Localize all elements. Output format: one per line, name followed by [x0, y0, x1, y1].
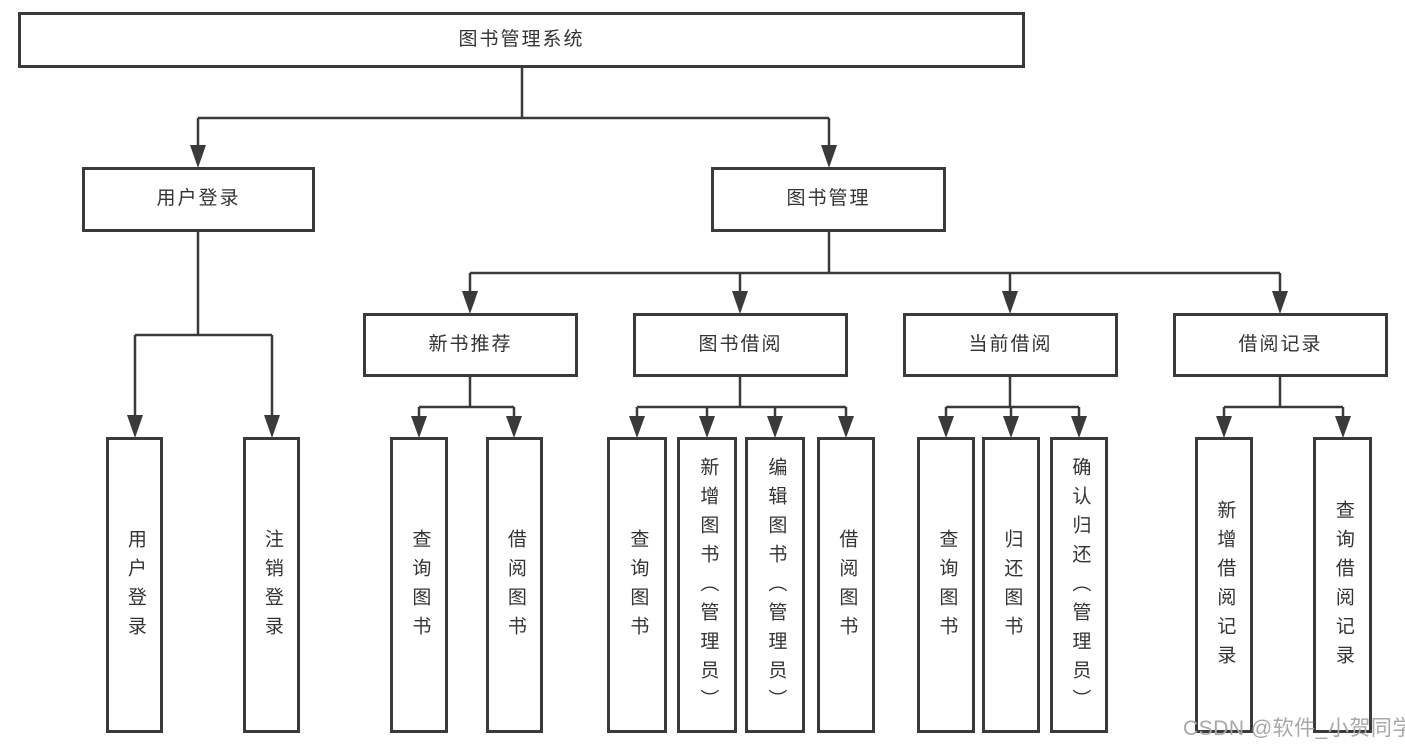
node-book-borrowing: 图书借阅	[633, 313, 848, 377]
node-borrow-books-recommend: 借阅图书	[486, 437, 543, 733]
node-library-management-system: 图书管理系统	[18, 12, 1025, 68]
node-new-book-recommend: 新书推荐	[363, 313, 578, 377]
node-book-management: 图书管理	[711, 167, 946, 232]
node-edit-books-admin: 编辑图书（管理员）	[745, 437, 805, 733]
node-confirm-return-admin: 确认归还（管理员）	[1050, 437, 1108, 733]
node-current-borrowing: 当前借阅	[903, 313, 1118, 377]
node-user-login: 用户登录	[82, 167, 315, 232]
watermark: CSDN @软件_小贺同学	[1183, 717, 1405, 740]
node-query-books-borrowing: 查询图书	[607, 437, 667, 733]
node-user-login-action: 用户登录	[106, 437, 163, 733]
node-borrowing-records: 借阅记录	[1173, 313, 1388, 377]
node-query-borrow-record: 查询借阅记录	[1313, 437, 1372, 733]
node-logout-action: 注销登录	[243, 437, 300, 733]
node-add-books-admin: 新增图书（管理员）	[677, 437, 737, 733]
node-query-books-recommend: 查询图书	[390, 437, 448, 733]
node-query-books-current: 查询图书	[917, 437, 975, 733]
node-add-borrow-record: 新增借阅记录	[1195, 437, 1253, 733]
node-return-books: 归还图书	[982, 437, 1040, 733]
node-borrow-books-borrowing: 借阅图书	[817, 437, 875, 733]
